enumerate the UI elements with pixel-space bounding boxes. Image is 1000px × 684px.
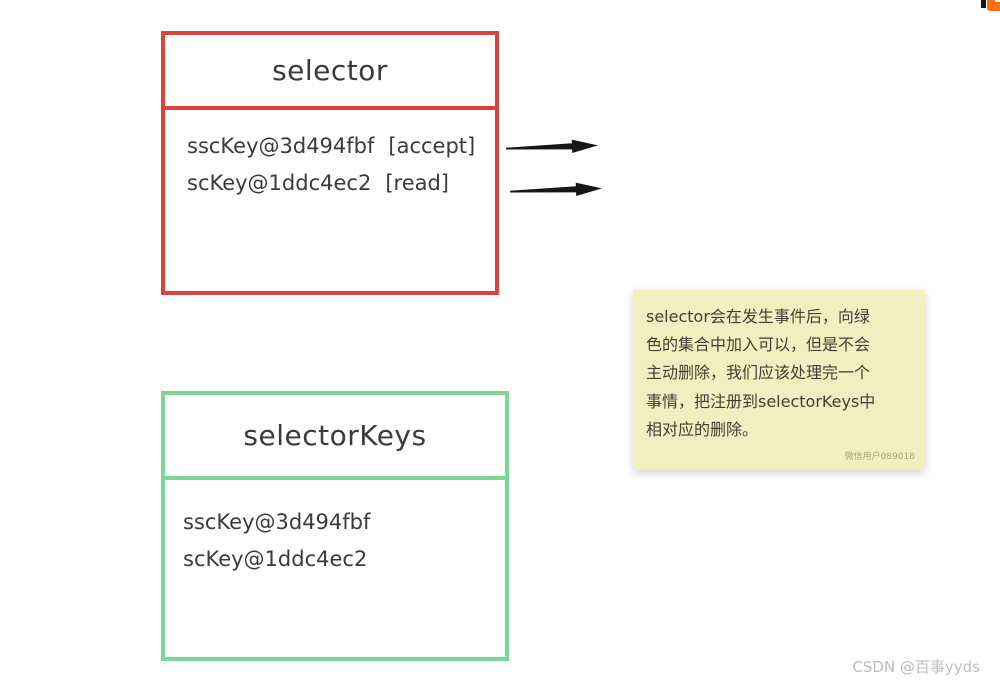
note-author-watermark: 微信用户089018 <box>844 452 915 462</box>
arrow-right-icon <box>509 182 602 196</box>
selector-entry-op: [read] <box>385 171 450 195</box>
logo-white-notch <box>995 0 1000 2</box>
arrow-right-icon <box>505 139 598 153</box>
selector-keys-box-title: selectorKeys <box>243 419 427 452</box>
csdn-watermark: CSDN @百事yyds <box>852 658 980 676</box>
csdn-corner-logo-icon <box>980 0 1000 12</box>
note-text-line: 主动删除，我们应该处理完一个 <box>646 363 871 383</box>
sticky-note: selector会在发生事件后，向绿 色的集合中加入可以，但是不会 主动删除，我… <box>633 290 925 470</box>
selector-keys-box-header: selectorKeys <box>165 395 505 480</box>
note-text-line: 色的集合中加入可以，但是不会 <box>646 335 871 355</box>
note-text-line: 相对应的删除。 <box>646 419 759 439</box>
selector-entry: sscKey@3d494fbf [accept] <box>187 128 485 165</box>
selector-keys-entry: scKey@1ddc4ec2 <box>183 547 368 571</box>
selector-box: selector sscKey@3d494fbf [accept] scKey@1… <box>161 31 499 295</box>
selector-keys-box-body: sscKey@3d494fbf scKey@1ddc4ec2 <box>165 480 505 578</box>
note-text-line: 事情，把注册到selectorKeys中 <box>646 391 876 411</box>
logo-orange-square <box>987 0 1000 11</box>
selector-box-body: sscKey@3d494fbf [accept] scKey@1ddc4ec2 [r… <box>165 110 495 202</box>
logo-black-mark <box>981 0 986 8</box>
selector-keys-box: selectorKeys sscKey@3d494fbf scKey@1ddc4… <box>161 391 509 661</box>
selector-box-header: selector <box>165 35 495 110</box>
selector-entry: scKey@1ddc4ec2 [read] <box>187 165 485 202</box>
selector-box-title: selector <box>272 54 388 87</box>
selector-entry-key: sscKey@3d494fbf <box>187 134 375 158</box>
selector-entry-op: [accept] <box>388 134 476 158</box>
selector-entry-key: scKey@1ddc4ec2 <box>187 171 372 195</box>
note-text-line: selector会在发生事件后，向绿 <box>646 307 870 326</box>
selector-keys-entry: sscKey@3d494fbf <box>183 510 371 534</box>
